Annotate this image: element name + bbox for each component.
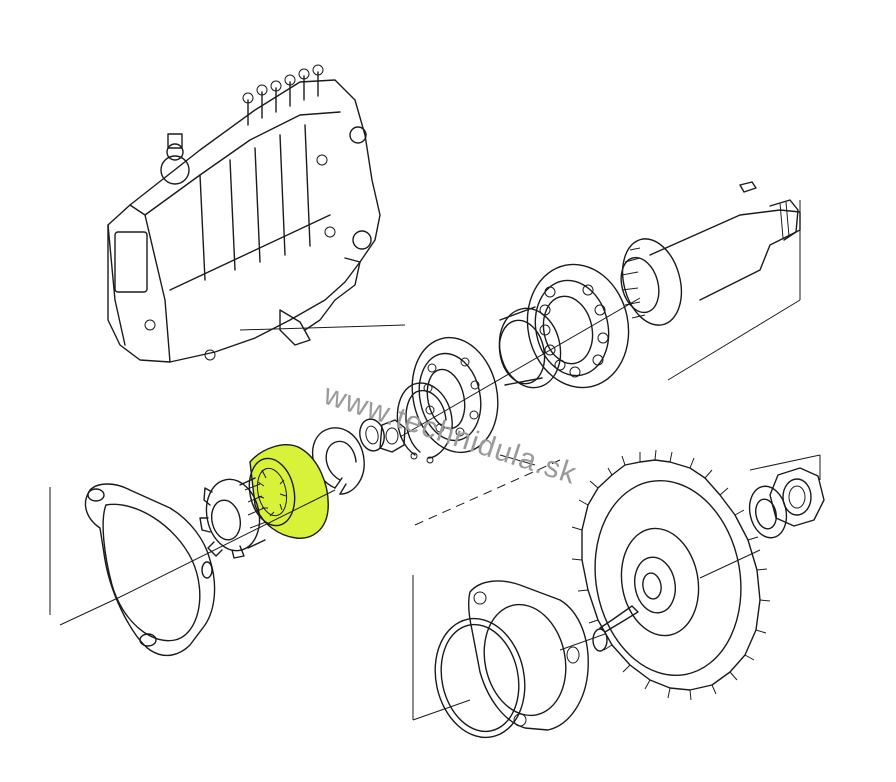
assembly-axis-lines <box>49 200 821 721</box>
injection-pump-body <box>107 64 381 363</box>
ball-bearing-large <box>526 263 630 389</box>
gear-flange-plate <box>467 580 589 731</box>
coupling-sleeve <box>248 444 329 539</box>
drive-gear <box>571 449 771 701</box>
gear-washer <box>748 485 788 539</box>
drive-shaft <box>620 181 801 326</box>
washer-nut-set <box>359 418 406 453</box>
bearing-inner-ring <box>498 306 562 389</box>
flange-gasket <box>84 483 216 657</box>
coupling-hub <box>199 477 267 559</box>
o-ring <box>434 617 526 739</box>
gear-nut <box>769 467 825 527</box>
